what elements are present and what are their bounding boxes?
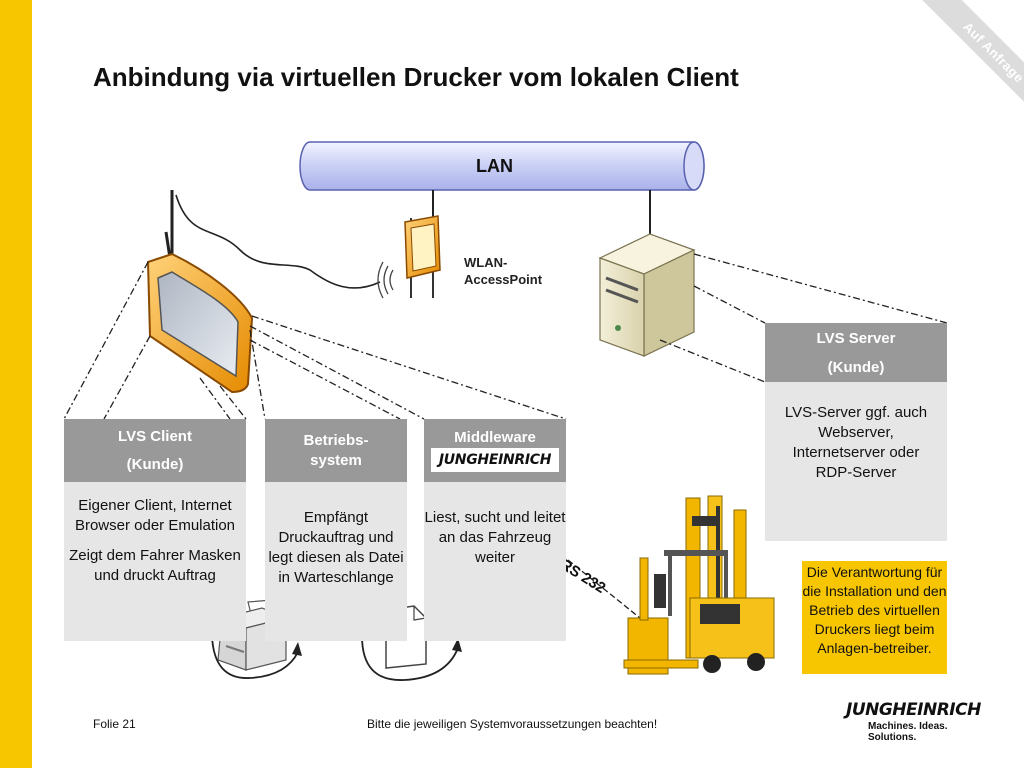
wireless-signal [175,194,381,289]
cycle-arrow-printer [211,635,299,679]
lan-cylinder [299,141,705,191]
yellow-accent-bar [0,0,32,768]
lvs-client-box: LVS Client (Kunde) Eigener Client, Inter… [64,419,246,641]
page-title: Anbindung via virtuellen Drucker vom lok… [93,62,739,92]
responsibility-note: Die Verantwortung für die Installation u… [802,561,947,674]
slide-number: Folie 21 [93,717,136,731]
footer-brand-name: JUNGHEINRICH [846,700,981,720]
connector-lines [63,253,948,420]
server-icon [598,233,696,357]
operating-system-box: Betriebs- system Empfängt Druckauftrag u… [265,419,407,641]
lvs-server-box: LVS Server (Kunde) LVS-Server ggf. auch … [765,323,947,541]
lvs-client-description: Eigener Client, Internet Browser oder Em… [74,497,236,534]
forklift-icon [623,495,775,675]
middleware-header: Middleware JUNGHEINRICH [424,419,566,482]
footer-notice: Bitte die jeweiligen Systemvoraussetzung… [367,717,658,731]
cycle-arrow-document [361,635,459,681]
middleware-description: Liest, sucht und leitet an das Fahrzeug … [424,509,566,566]
footer-tagline: Machines. Ideas. Solutions. [868,721,948,743]
wlan-label: WLAN- AccessPoint [464,255,543,287]
lvs-client-function: Zeigt dem Fahrer Masken und druckt Auftr… [69,547,241,584]
lan-label: LAN [476,156,513,176]
access-point-icon [404,215,441,298]
footer-logo: JUNGHEINRICH Machines. Ideas. Solutions. [846,700,996,743]
lvs-server-description: LVS-Server ggf. auch Webserver, Internet… [784,404,928,481]
rs232-link [567,559,641,619]
terminal-icon [146,190,254,394]
operating-system-description: Empfängt Druckauftrag und legt diesen al… [268,509,404,586]
lvs-server-header: LVS Server (Kunde) [765,323,947,382]
wireless-waves-icon [377,261,394,299]
middleware-box: Middleware JUNGHEINRICH Liest, sucht und… [424,419,566,641]
jungheinrich-logo: JUNGHEINRICH [431,448,559,472]
lvs-client-header: LVS Client (Kunde) [64,419,246,482]
operating-system-header: Betriebs- system [265,419,407,482]
